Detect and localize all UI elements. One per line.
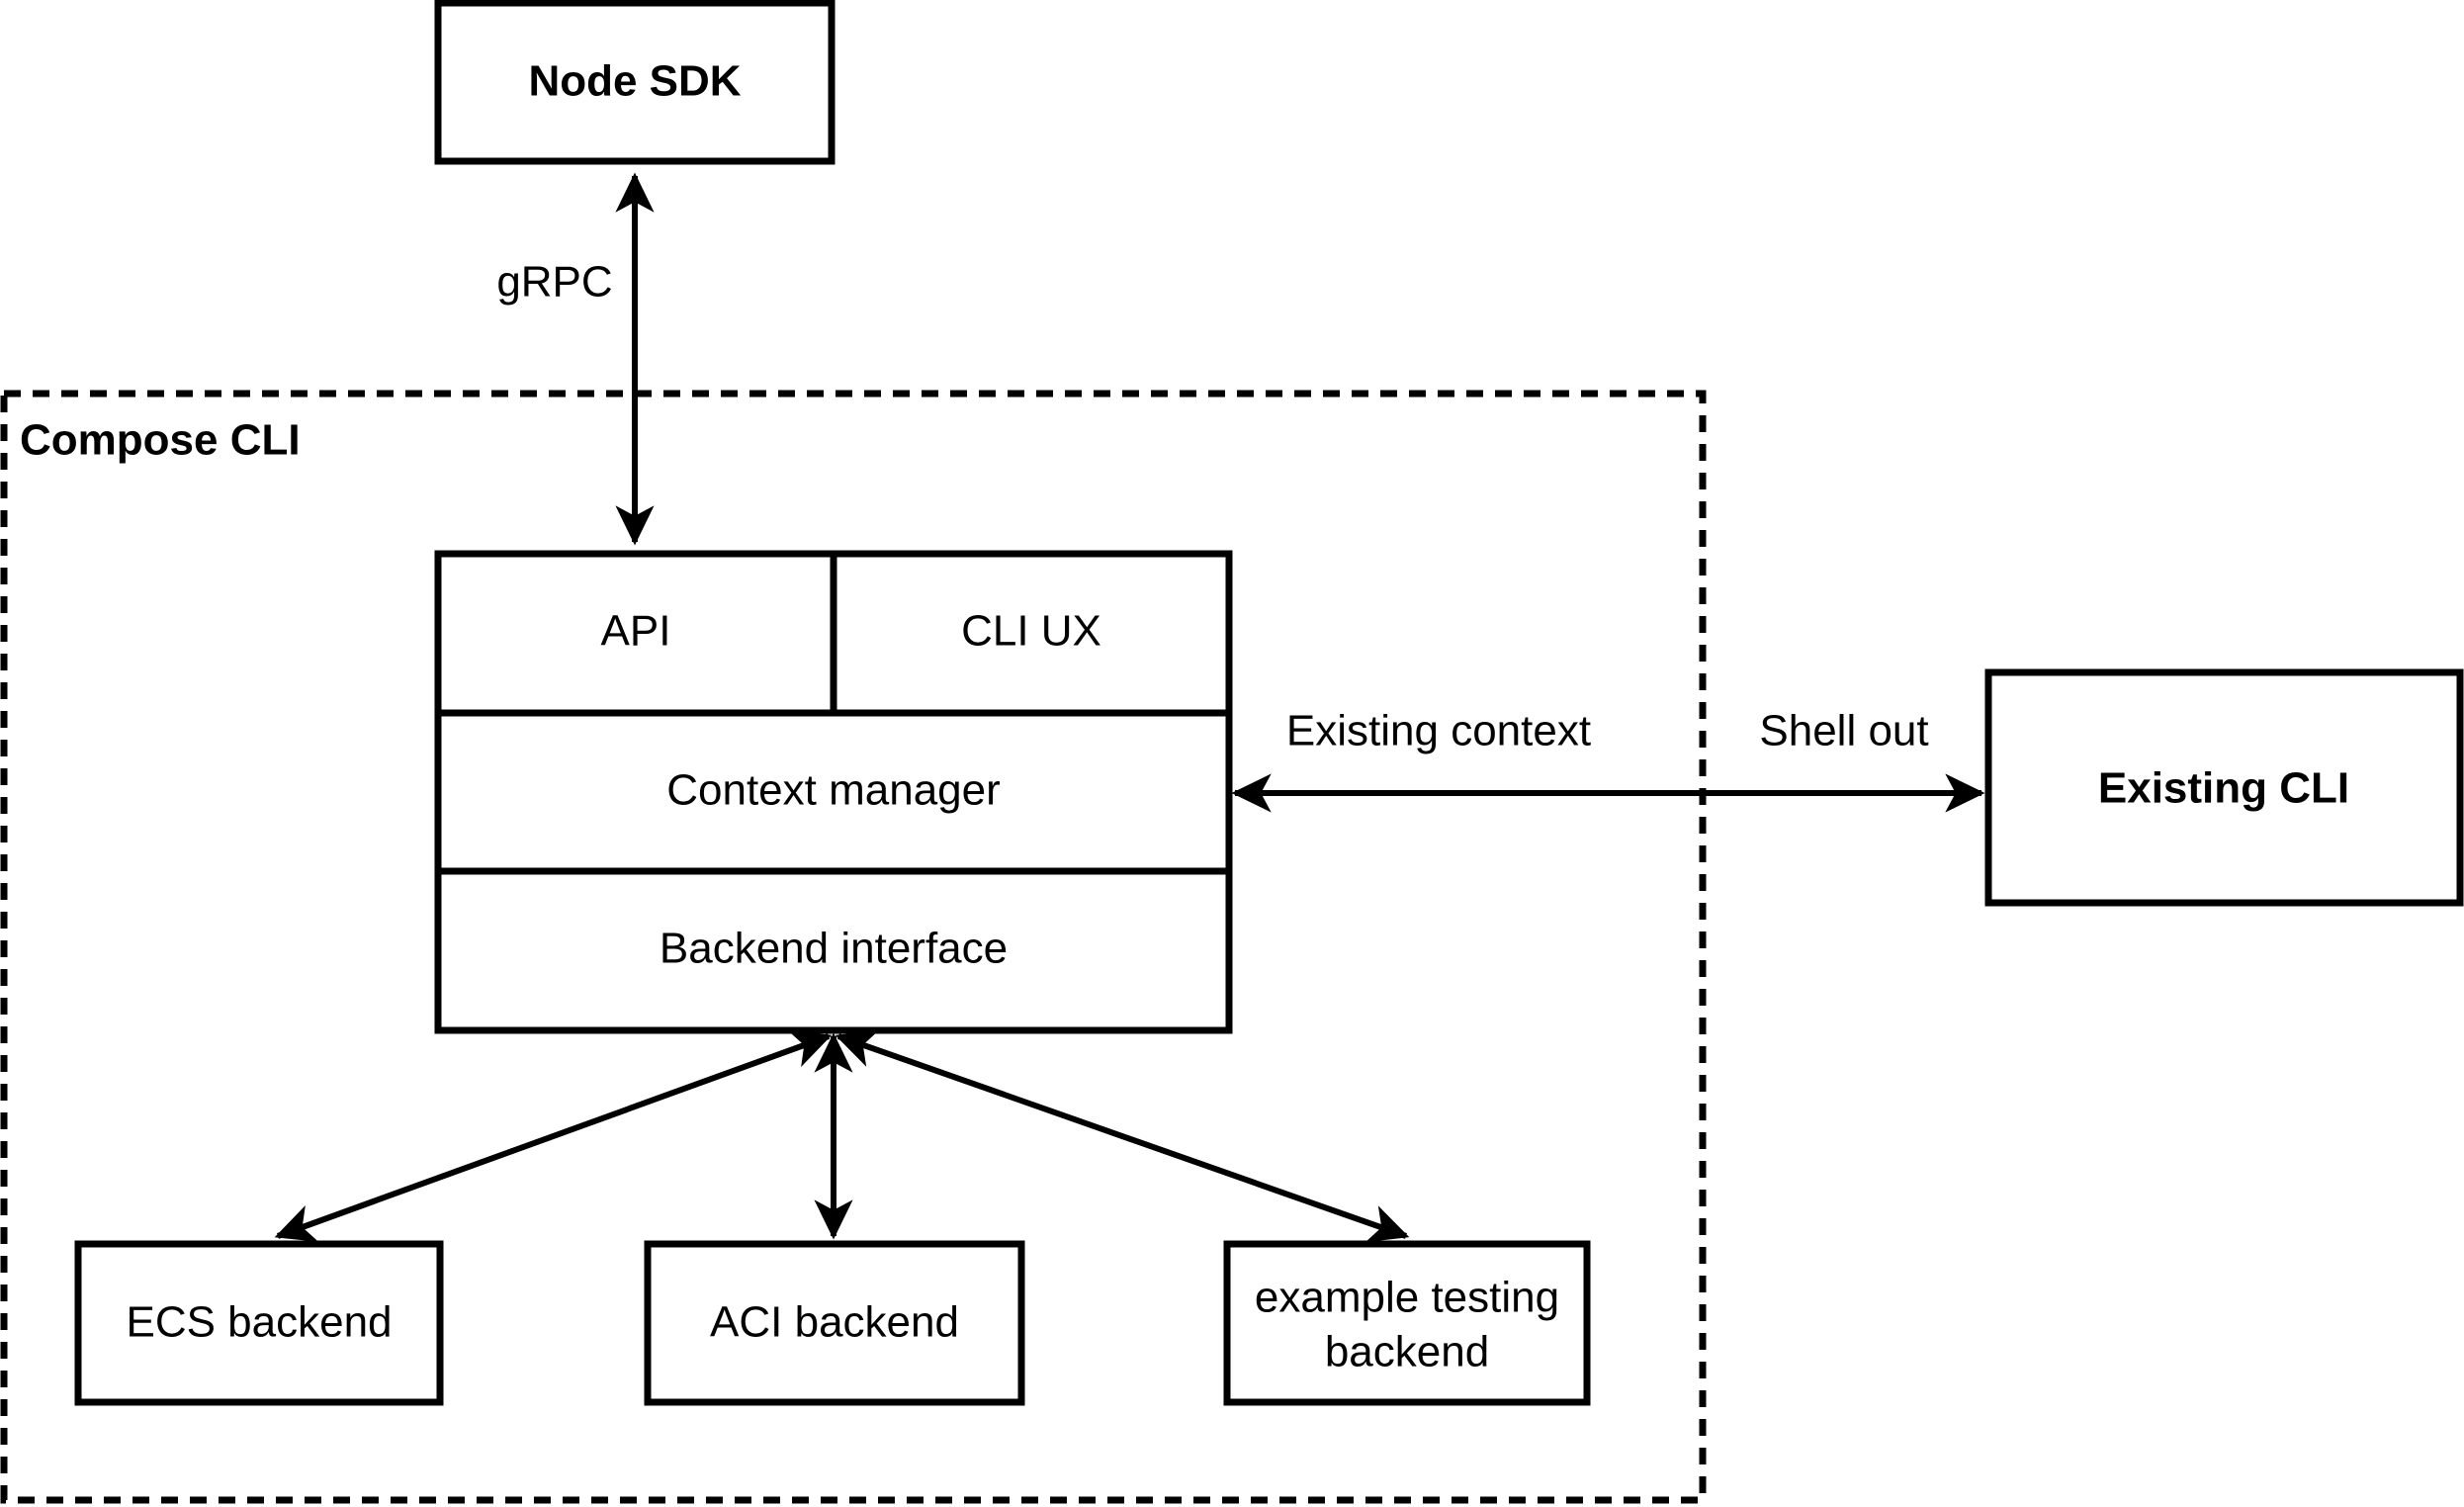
ecs-backend-box[interactable]: ECS backend xyxy=(74,1240,444,1406)
stack-outer-rect xyxy=(434,550,1233,1034)
aci-backend-label: ACI backend xyxy=(710,1298,959,1347)
cli-ux-cell[interactable]: CLI UX xyxy=(961,607,1101,656)
node-sdk-box[interactable]: Node SDK xyxy=(434,0,836,165)
api-cell[interactable]: API xyxy=(601,607,671,656)
aci-backend-box[interactable]: ACI backend xyxy=(644,1240,1025,1406)
backend-interface-cell[interactable]: Backend interface xyxy=(660,925,1008,973)
existing-cli-rect[interactable] xyxy=(1984,668,2464,907)
aci-backend-rect[interactable] xyxy=(644,1240,1025,1406)
compose-cli-container: Compose CLI xyxy=(0,390,1707,1504)
example-backend-arrow xyxy=(835,1029,1410,1243)
api-label: API xyxy=(601,607,671,656)
example-testing-backend-label-line1: example testing xyxy=(1255,1274,1559,1322)
existing-cli-box[interactable]: Existing CLI xyxy=(1984,668,2464,907)
cli-ux-label: CLI UX xyxy=(961,607,1101,656)
node-sdk-label: Node SDK xyxy=(528,57,741,106)
compose-cli-label: Compose CLI xyxy=(20,416,301,465)
grpc-edge: gRPC xyxy=(496,172,655,546)
compose-cli-boundary xyxy=(0,390,1707,1504)
backend-interface-label: Backend interface xyxy=(660,925,1008,973)
example-testing-backend-rect[interactable] xyxy=(1223,1240,1591,1406)
existing-cli-edge: Existing context Shell out xyxy=(1231,707,1985,813)
shell-out-label: Shell out xyxy=(1759,707,1928,755)
existing-context-label: Existing context xyxy=(1286,707,1591,755)
example-testing-backend-box[interactable]: example testing backend xyxy=(1223,1240,1591,1406)
backend-edges xyxy=(274,1029,1410,1243)
grpc-label: gRPC xyxy=(496,258,612,307)
context-manager-cell[interactable]: Context manager xyxy=(666,766,1001,815)
compose-cli-stack: API CLI UX Context manager Backend inter… xyxy=(434,550,1233,1034)
existing-cli-label: Existing CLI xyxy=(2098,764,2349,813)
context-manager-label: Context manager xyxy=(666,766,1001,815)
ecs-backend-rect[interactable] xyxy=(74,1240,444,1406)
ecs-backend-arrow xyxy=(274,1030,833,1242)
example-testing-backend-label-line2: backend xyxy=(1325,1328,1489,1376)
node-sdk-rect[interactable] xyxy=(434,0,836,165)
ecs-backend-label: ECS backend xyxy=(126,1298,392,1347)
